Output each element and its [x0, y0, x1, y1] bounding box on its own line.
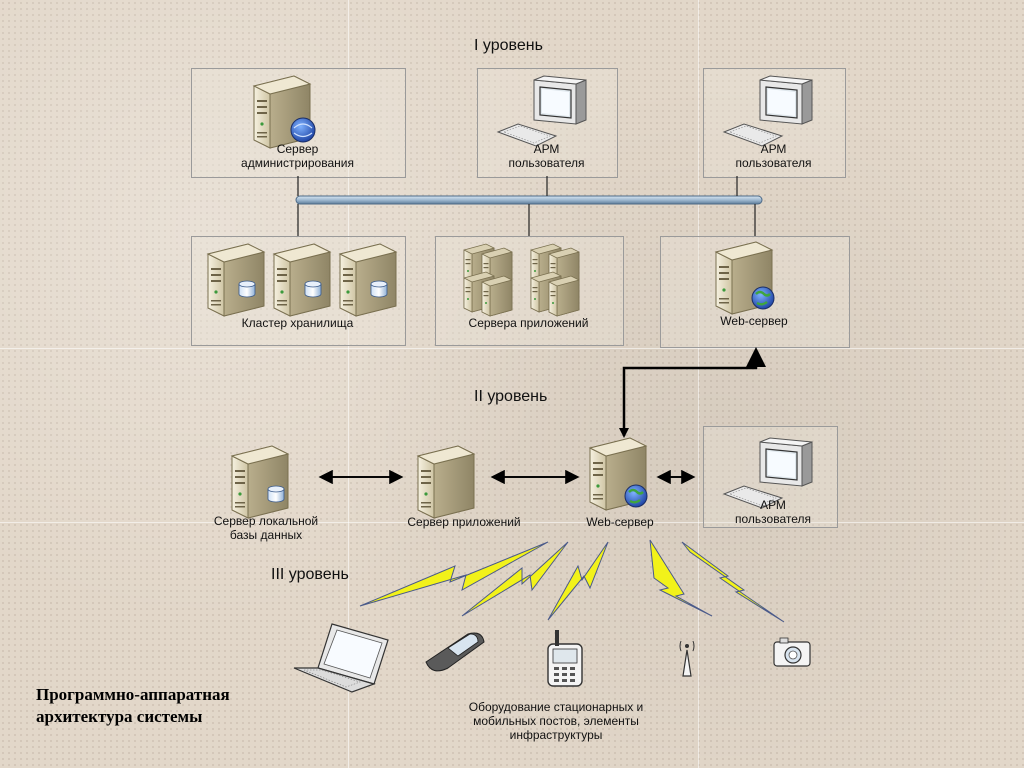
grid-line: [0, 348, 1024, 349]
local-db-server-label: Сервер локальной базы данных: [213, 514, 319, 542]
arm-label-level2: АРМ пользователя: [735, 498, 811, 526]
web-server-label-level2: Web-сервер: [586, 515, 654, 529]
level-1-label: I уровень: [474, 37, 543, 54]
globe-icon: [624, 484, 648, 508]
web-server-label-top: Web-сервер: [720, 314, 788, 328]
grid-line: [0, 522, 1024, 523]
network-bus: [295, 195, 763, 205]
workstation-icon-2: [723, 75, 813, 147]
level-3-label: III уровень: [271, 566, 349, 583]
grid-line: [698, 0, 699, 768]
grid-line: [348, 0, 349, 768]
app-server-label: Сервер приложений: [407, 515, 521, 529]
storage-cluster-icon: [207, 243, 397, 317]
wireless-links: [359, 539, 785, 623]
mobile-phone-icon: [425, 632, 485, 672]
diagram-caption: Программно-аппаратная архитектура систем…: [36, 685, 230, 726]
arm-label-2: АРМ пользователя: [735, 142, 812, 170]
laptop-icon: [293, 623, 389, 693]
workstation-icon-1: [497, 75, 587, 147]
cell-phone-icon: [547, 630, 583, 687]
arm-label-1: АРМ пользователя: [508, 142, 585, 170]
database-icon: [267, 485, 285, 503]
app-servers-icon: [463, 243, 580, 317]
local-db-server-icon: [231, 445, 289, 519]
camera-icon: [773, 637, 811, 667]
app-server-icon: [417, 445, 475, 519]
storage-cluster-label: Кластер хранилища: [241, 316, 354, 330]
globe-icon: [751, 286, 775, 310]
level-2-label: II уровень: [474, 388, 548, 405]
app-servers-label: Сервера приложений: [468, 316, 589, 330]
devices-caption: Оборудование стационарных и мобильных по…: [468, 700, 644, 742]
globe-icon: [290, 117, 316, 143]
antenna-icon: [679, 640, 695, 677]
admin-server-label: Сервер администрирования: [241, 142, 354, 170]
